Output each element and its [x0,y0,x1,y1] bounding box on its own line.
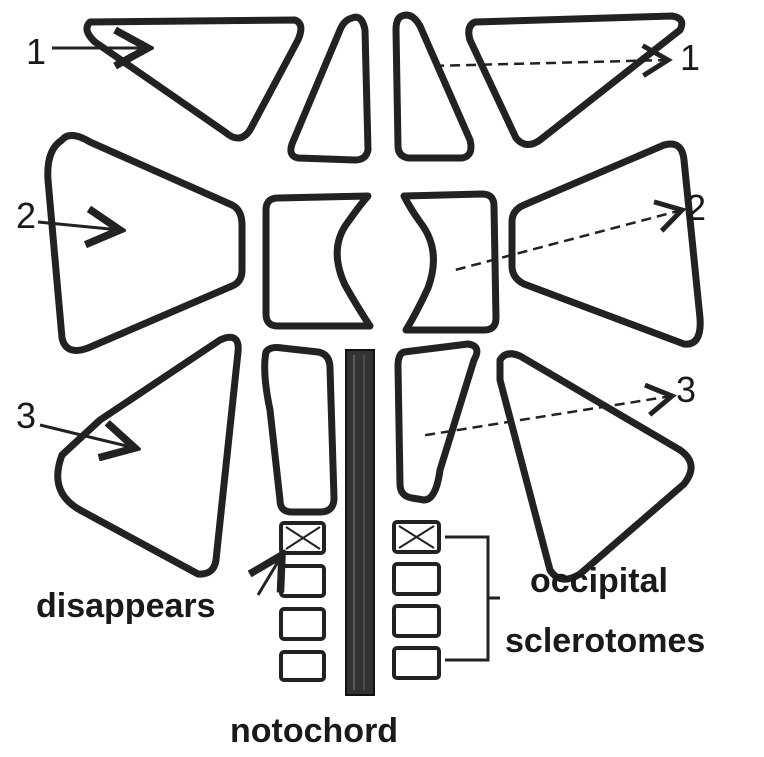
label-2-left: 2 [16,195,36,236]
notochord-rod [346,350,374,695]
bottom-center-left-segment [265,348,334,513]
label-3-left: 3 [16,395,36,436]
top-left-triangle [87,20,301,138]
bottom-left-triangle [58,337,238,574]
label-notochord: notochord [230,712,398,750]
middle-right-trapezoid [512,144,700,344]
top-center-left-segment [291,17,368,160]
bottom-right-triangle [500,354,691,579]
center-right-block [404,194,496,330]
occipital-bracket [445,537,500,660]
label-1-right: 1 [680,37,700,78]
top-right-triangle [469,16,682,145]
left-sclerotome-4 [281,652,324,680]
right-sclerotome-2 [394,564,439,594]
right-sclerotome-3 [394,606,439,636]
left-sclerotome-2 [281,566,324,596]
label-2-right: 2 [686,187,706,228]
bottom-center-right-segment [398,344,477,500]
middle-left-trapezoid [48,135,242,350]
left-sclerotome-top-crossed [281,523,324,553]
left-sclerotome-3 [281,609,324,639]
disappears-arrow [258,555,282,595]
label-occipital: occipital [530,562,668,600]
label-3-right: 3 [676,369,696,410]
label-1-left: 1 [26,31,46,72]
right-sclerotome-4 [394,648,439,678]
center-left-block [266,196,370,326]
right-sclerotome-top-crossed [394,522,439,552]
label-disappears: disappears [36,587,216,625]
label-sclerotomes: sclerotomes [505,622,705,660]
top-center-right-segment [396,15,471,158]
